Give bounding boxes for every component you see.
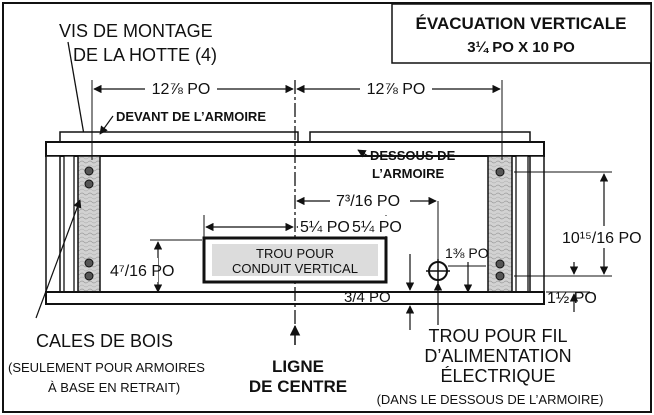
screw-spacing-label: 10¹⁵/16 PO	[562, 230, 642, 247]
top-trim-left	[59, 131, 299, 143]
vertical-duct-hole-inner	[212, 244, 378, 276]
wood-shim-leader-left	[35, 199, 82, 319]
right-side-panel	[515, 155, 529, 293]
right-bottom-screw-1	[495, 259, 505, 269]
wire-hole-label-2: D’ALIMENTATION	[424, 346, 571, 366]
mounting-screws-label-1: VIS DE MONTAGE	[59, 21, 213, 41]
left-bottom-screws	[84, 258, 94, 281]
cabinet-bottom-label-1: DESSOUS DE	[370, 148, 456, 163]
duct-half-label-bg	[298, 216, 390, 236]
wire-offset-label: 7³/16 PO	[336, 193, 400, 210]
right-side-wall	[529, 155, 545, 293]
cabinet-bottom-label-2: L’ARMOIRE	[372, 166, 445, 181]
title-box	[391, 3, 652, 64]
centerline-label-1: LIGNE	[272, 357, 324, 376]
wood-shims-note-2: À BASE EN RETRAIT)	[48, 380, 180, 395]
duct-depth-label-bg	[108, 258, 158, 282]
screw-spacing-label-bg	[560, 226, 648, 248]
wire-from-edge-label: 1⅜ PO	[445, 245, 489, 261]
wire-hole-label-1: TROU POUR FIL	[428, 326, 567, 346]
rear-offset-label: 1½ PO	[547, 290, 597, 307]
centerline-label-2: DE CENTRE	[249, 377, 347, 396]
title-line-2: 3¼ PO X 10 PO	[467, 39, 575, 56]
wire-hole-label-3: ÉLECTRIQUE	[440, 366, 555, 386]
wood-shims-label: CALES DE BOIS	[36, 331, 173, 351]
cabinet-front-leader	[99, 115, 114, 135]
top-trim-right	[309, 131, 531, 143]
duct-hole-label-1: TROU POUR	[256, 246, 334, 261]
wire-height-label: 3/4 PO	[344, 289, 391, 306]
left-span-label-bg	[145, 78, 217, 98]
mounting-screws-label-2: DE LA HOTTE (4)	[73, 45, 217, 65]
left-span-label: 12⅞ PO	[152, 81, 211, 98]
right-bottom-screw-2	[495, 271, 505, 281]
title-line-1: ÉVACUATION VERTICALE	[416, 14, 627, 33]
wire-offset-label-bg	[330, 188, 410, 208]
right-span-label: 12⅞ PO	[367, 81, 426, 98]
duct-half-right-label: 5¼ PO	[352, 219, 402, 236]
wire-hole-note: (DANS LE DESSOUS DE L’ARMOIRE)	[377, 392, 604, 407]
cabinet-front-label: DEVANT DE L’ARMOIRE	[116, 109, 266, 124]
left-top-screws	[84, 166, 94, 189]
right-wood-shim	[487, 155, 513, 293]
right-top-screw	[495, 167, 505, 177]
cabinet-bottom-leader	[357, 149, 369, 158]
duct-hole-label-2: CONDUIT VERTICAL	[232, 261, 358, 276]
wood-shims-note-1: (SEULEMENT POUR ARMOIRES	[8, 360, 205, 375]
duct-depth-label: 4⁷/16 PO	[110, 263, 175, 280]
right-span-label-bg	[360, 78, 432, 98]
duct-half-left-label: 5¼ PO	[300, 219, 350, 236]
left-side-panel	[63, 155, 75, 293]
